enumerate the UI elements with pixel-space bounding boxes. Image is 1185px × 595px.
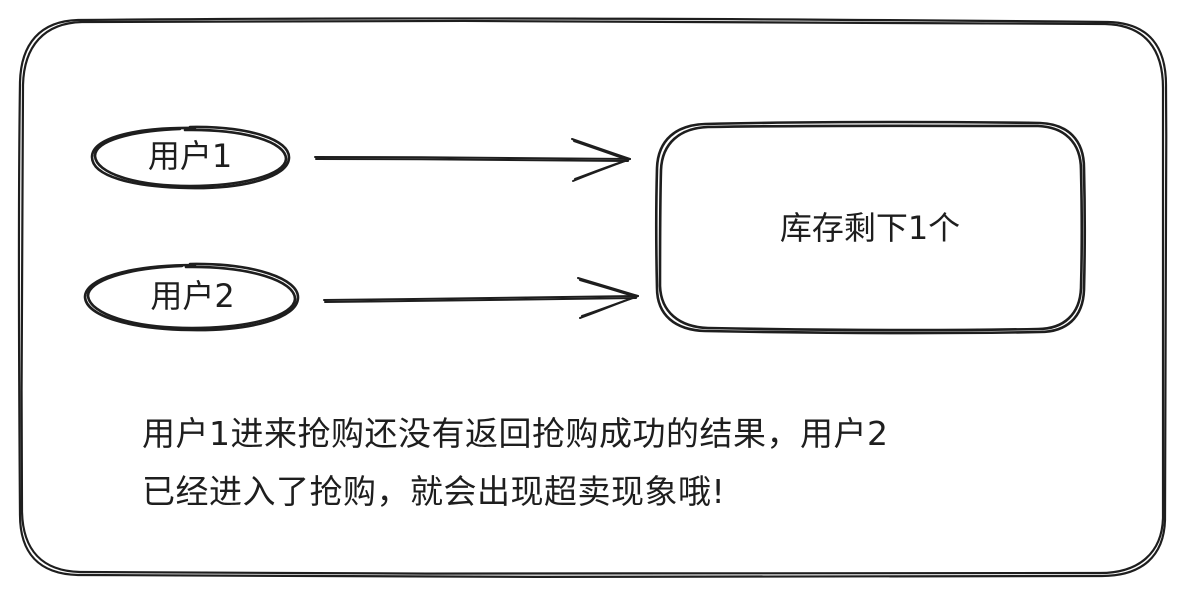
outer-frame: [17, 17, 1168, 579]
caption-line-1: 用户1进来抢购还没有返回抢购成功的结果，用户2: [142, 414, 889, 453]
user1-label: 用户1: [147, 137, 233, 175]
user2-ellipse: [83, 262, 300, 332]
arrow-user1-to-inventory: [314, 138, 631, 182]
inventory-box: [654, 120, 1087, 335]
arrow-user2-to-inventory: [323, 277, 639, 319]
user2-label: 用户2: [150, 277, 235, 315]
caption-line-2: 已经进入了抢购，就会出现超卖现象哦!: [142, 472, 726, 511]
inventory-label: 库存剩下1个: [779, 209, 961, 247]
user1-ellipse: [90, 125, 291, 190]
